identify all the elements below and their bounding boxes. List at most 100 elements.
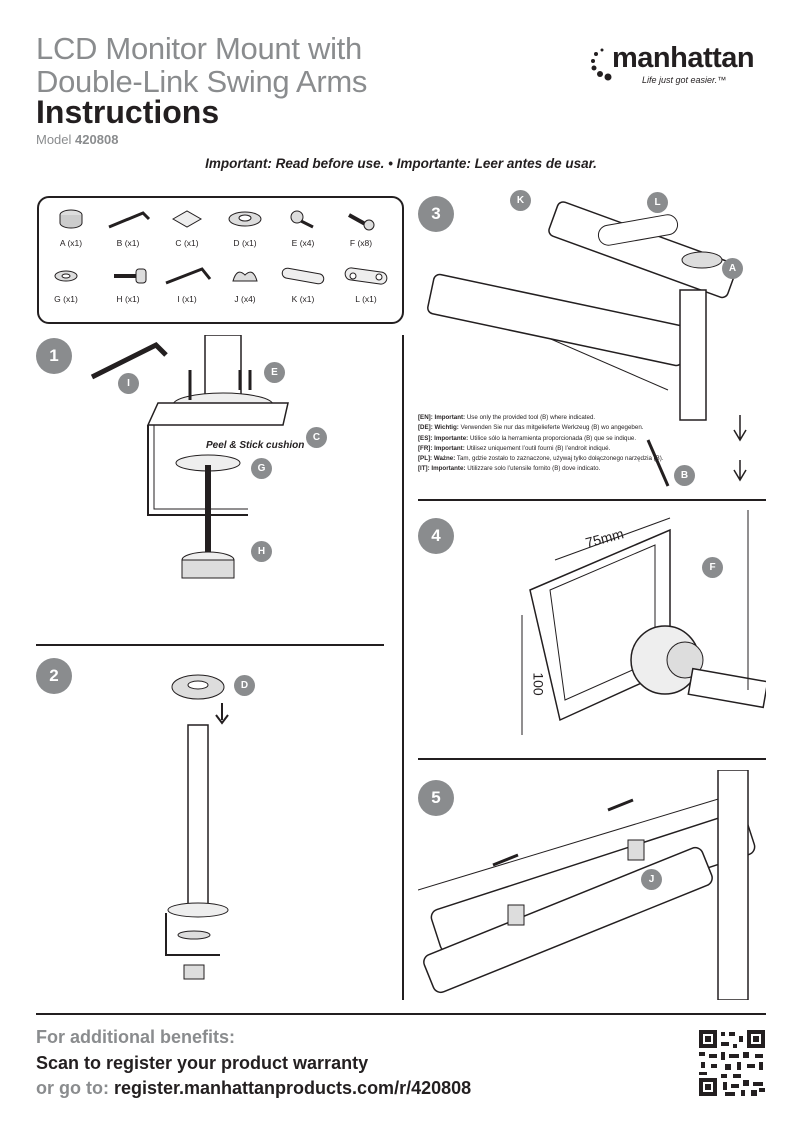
part-letter: E (291, 238, 298, 248)
step-5-illustration (418, 770, 756, 1000)
logo-dots-icon (591, 48, 612, 81)
callout-f: F (702, 557, 723, 578)
part-qty: (x1) (299, 294, 315, 304)
brand-logo: manhattan Life just got easier.™ (590, 40, 770, 90)
pole-cap-icon (228, 211, 262, 227)
warning-de: [DE]: Wichtig: Verwenden Sie nur das mit… (418, 424, 644, 432)
part-letter: J (234, 294, 239, 304)
brand-tagline: Life just got easier.™ (642, 75, 727, 85)
part-e: E (x4) (273, 207, 333, 248)
part-qty: (x8) (357, 238, 373, 248)
part-letter: F (349, 238, 356, 248)
goto-prefix: or go to: (36, 1078, 109, 1098)
part-qty: (x1) (124, 238, 140, 248)
step-2-badge: 2 (36, 658, 72, 694)
part-letter: D (233, 238, 240, 248)
part-qty: (x1) (67, 238, 83, 248)
dimension-height: 100 (530, 672, 547, 696)
callout-e: E (264, 362, 285, 383)
page-title: Instructions (36, 94, 220, 130)
flat-screw-icon (290, 210, 314, 229)
callout-i: I (118, 373, 139, 394)
step-3-badge: 3 (418, 196, 454, 232)
part-k: K (x1) (273, 265, 333, 304)
step-4-badge: 4 (418, 518, 454, 554)
benefits-heading: For additional benefits: (36, 1027, 236, 1047)
brand-name: manhattan (612, 42, 755, 74)
column-divider (402, 335, 404, 1000)
cushion-pad-icon (171, 210, 203, 228)
callout-k: K (510, 190, 531, 211)
model-prefix: Model (36, 132, 72, 147)
warning-pl: [PL]: Ważne: Tam, gdzie zostało to zazna… (418, 455, 664, 463)
part-b: B (x1) (98, 207, 158, 248)
part-i: I (x1) (157, 265, 217, 304)
part-d: D (x1) (215, 207, 275, 248)
part-f: F (x8) (331, 207, 391, 248)
title-line-2: Double-Link Swing Arms (36, 64, 368, 99)
part-qty: (x1) (183, 238, 199, 248)
parts-list (37, 196, 404, 324)
divider-step4-5 (418, 758, 766, 760)
callout-g: G (251, 458, 272, 479)
callout-h: H (251, 541, 272, 562)
divider-step3-4 (418, 499, 766, 501)
part-a: A (x1) (41, 207, 101, 248)
model-number: 420808 (75, 132, 119, 147)
step-4-illustration (521, 510, 766, 735)
part-letter: K (291, 294, 298, 304)
qr-code-icon[interactable] (697, 1028, 767, 1098)
warning-it: [IT]: Importante: Utilizzare solo l’uten… (418, 465, 601, 473)
part-h: H (x1) (98, 265, 158, 304)
callout-a: A (722, 258, 743, 279)
part-l: L (x1) (336, 265, 396, 304)
phillips-screw-icon (348, 213, 375, 231)
link-plate-k-icon (281, 267, 325, 285)
callout-l: L (647, 192, 668, 213)
hex-key-icon (108, 211, 151, 229)
callout-j: J (641, 869, 662, 890)
register-link[interactable]: register.manhattanproducts.com/r/420808 (114, 1078, 472, 1098)
divider-step1-2 (36, 644, 384, 646)
part-j: J (x4) (215, 265, 275, 304)
washer-icon (54, 270, 78, 282)
part-qty: (x1) (63, 294, 78, 304)
part-qty: (x1) (241, 238, 257, 248)
part-qty: (x4) (240, 294, 256, 304)
end-cap-icon (59, 209, 83, 229)
scan-register-text: Scan to register your product warranty (36, 1053, 369, 1073)
callout-b: B (674, 465, 695, 486)
part-qty: (x1) (362, 294, 377, 304)
warning-en: [EN]: Important: Use only the provided t… (418, 414, 596, 421)
part-g: G (x1) (36, 265, 96, 304)
step-1-illustration (90, 335, 289, 579)
part-letter: I (177, 294, 180, 304)
step-3-illustration (427, 201, 747, 487)
important-notice: Important: Read before use. • Importante… (205, 156, 597, 171)
tool-warning: [EN]: Important: Use only the provided t… (418, 413, 664, 475)
model-line: Model 420808 (36, 132, 118, 147)
part-letter: A (59, 238, 66, 248)
part-letter: H (116, 294, 123, 304)
callout-d: D (234, 675, 255, 696)
divider-footer (36, 1013, 766, 1015)
step-1-badge: 1 (36, 338, 72, 374)
cable-clip-icon (232, 271, 258, 282)
part-qty: (x1) (182, 294, 197, 304)
part-letter: L (355, 294, 360, 304)
large-hex-key-icon (165, 267, 212, 285)
callout-c: C (306, 427, 327, 448)
step-2-illustration (165, 674, 229, 980)
link-plate-l-icon (344, 267, 388, 285)
part-letter: C (175, 238, 182, 248)
part-letter: B (116, 238, 123, 248)
register-url-line: or go to: register.manhattanproducts.com… (36, 1078, 471, 1099)
warning-fr: [FR]: Important: Utilisez uniquement l’o… (418, 444, 611, 452)
warning-es: [ES]: Importante: Utilice sólo la herram… (418, 434, 637, 442)
clamp-bolt-icon (114, 268, 147, 284)
part-c: C (x1) (157, 207, 217, 248)
title-line-1: LCD Monitor Mount with (36, 31, 362, 66)
part-qty: (x1) (124, 294, 140, 304)
step-5-badge: 5 (418, 780, 454, 816)
peel-stick-label: Peel & Stick cushion (206, 440, 305, 451)
